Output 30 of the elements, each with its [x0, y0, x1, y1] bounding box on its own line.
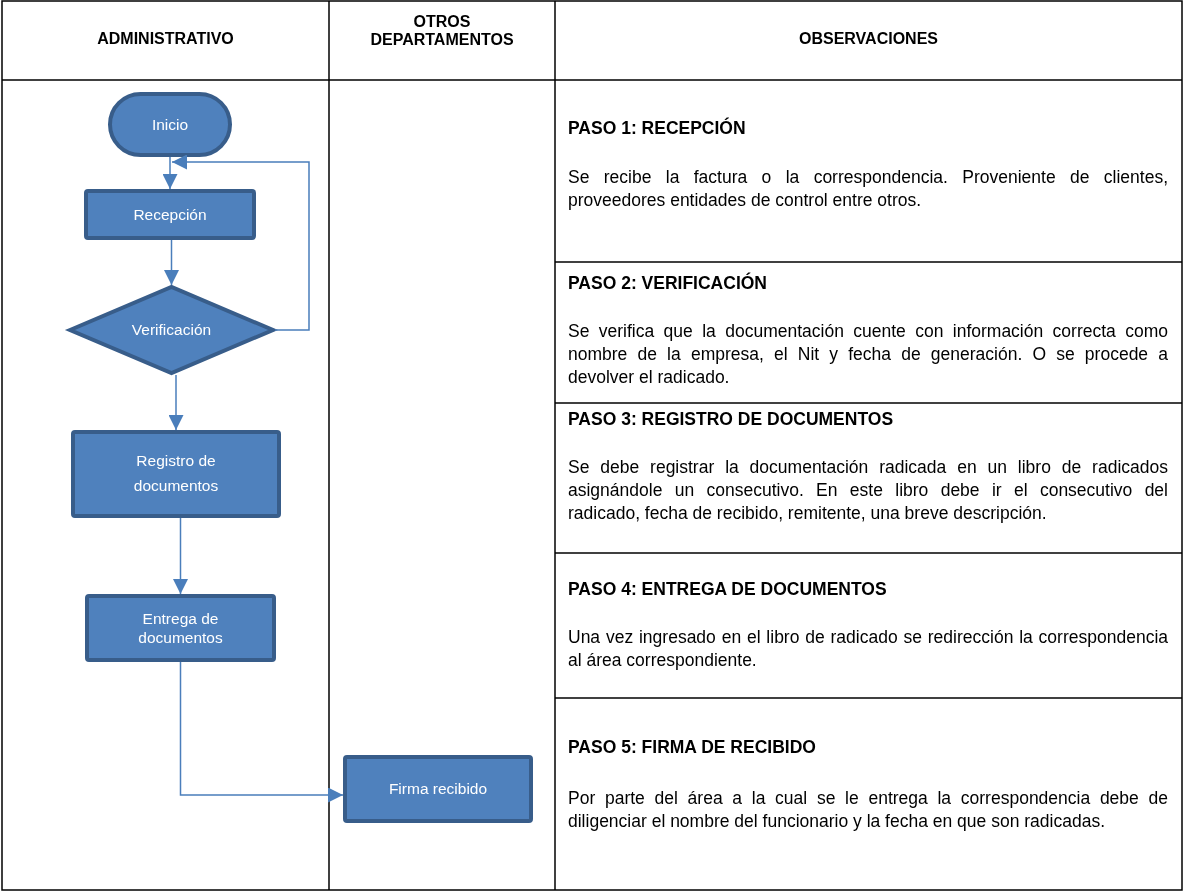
process-box	[85, 594, 276, 662]
arrow	[164, 239, 179, 286]
step-heading: PASO 1: RECEPCIÓN	[568, 118, 747, 139]
step-description: Por parte del área a la cual se le entrega la correspondencia debe de diligenciar el nombre del funcionario y la fecha en que son radicadas.	[568, 787, 1168, 833]
arrow	[171, 154, 310, 331]
arrow	[173, 517, 188, 595]
step-heading: PASO 2: VERIFICACIÓN	[568, 273, 768, 294]
step-description: Una vez ingresado en el libro de radicado se redirección la correspondencia al área correspondiente.	[568, 626, 1168, 672]
arrow	[162, 156, 178, 190]
arrow	[179, 661, 344, 803]
process-box	[84, 189, 256, 240]
step-description: Se verifica que la documentación cuente con información correcta como nombre de la empresa, el Nit y fecha de generación. O se procede a devolver el radicado.	[568, 320, 1168, 389]
node-label: Inicio	[151, 114, 189, 135]
decision-diamond	[68, 285, 275, 375]
column-header: OBSERVACIONES	[798, 30, 939, 48]
step-heading: PASO 5: FIRMA DE RECIBIDO	[568, 737, 817, 758]
step-heading: PASO 4: ENTREGA DE DOCUMENTOS	[568, 579, 888, 600]
column-header: ADMINISTRATIVO	[96, 30, 235, 48]
node-label: Verificación	[131, 320, 212, 340]
node-label: Recepción	[133, 204, 207, 225]
process-box	[71, 430, 281, 518]
column-header: OTROS DEPARTAMENTOS	[369, 13, 515, 49]
node-label: Registro de documentos	[132, 451, 220, 496]
step-description: Se debe registrar la documentación radicada en un libro de radicados asignándole un consecutivo. En este libro debe ir el consecutivo del radicado, fecha de recibido, remitente, una breve descripción.	[568, 456, 1168, 525]
node-label: Firma recibido	[388, 779, 488, 799]
arrow	[168, 374, 184, 431]
step-description: Se recibe la factura o la correspondencia. Proveniente de clientes, proveedores entidades de control entre otros.	[568, 166, 1168, 212]
process-box	[343, 755, 533, 823]
node-label: Entrega de documentos	[137, 608, 224, 648]
step-heading: PASO 3: REGISTRO DE DOCUMENTOS	[568, 409, 895, 430]
